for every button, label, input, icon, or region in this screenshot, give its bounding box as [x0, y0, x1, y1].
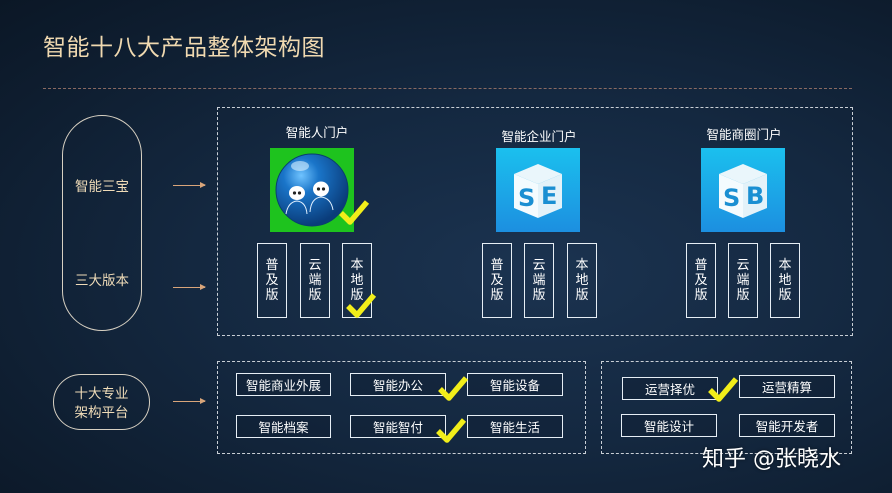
platform-design[interactable]: 智能设计 — [621, 414, 717, 437]
version-box-cloud[interactable]: 云端版 — [728, 243, 758, 318]
platform-devices[interactable]: 智能设备 — [467, 373, 563, 396]
platform-payment[interactable]: 智能智付 — [350, 415, 446, 438]
watermark: 知乎 @张晓水 — [702, 447, 841, 472]
pill-label-three-treasures: 智能三宝 — [75, 179, 129, 195]
platform-business-expo[interactable]: 智能商业外展 — [236, 373, 331, 396]
checkmark-icon — [339, 200, 370, 225]
people-globe-icon — [275, 153, 349, 227]
title-divider — [43, 88, 852, 89]
version-box-local[interactable]: 本地版 — [567, 243, 597, 318]
version-box-basic[interactable]: 普及版 — [686, 243, 716, 318]
platform-archives[interactable]: 智能档案 — [236, 415, 331, 438]
platform-operation-actuarial[interactable]: 运营精算 — [739, 375, 835, 398]
portal-title-enterprise: 智能企业门户 — [501, 129, 577, 144]
svg-text:B: B — [746, 182, 764, 210]
portal-title-person: 智能人门户 — [285, 125, 349, 140]
svg-text:S: S — [518, 184, 535, 212]
checkmark-icon — [708, 377, 739, 402]
version-box-basic[interactable]: 普及版 — [482, 243, 512, 318]
portal-logo-business-district[interactable]: S B — [701, 148, 785, 232]
platform-office[interactable]: 智能办公 — [350, 373, 446, 396]
platforms-group-2 — [601, 361, 852, 454]
arrow-right-icon — [173, 182, 206, 188]
page-title: 智能十八大产品整体架构图 — [43, 35, 325, 61]
portals-group — [217, 107, 853, 336]
platform-life[interactable]: 智能生活 — [467, 415, 563, 438]
se-cube-icon: S E — [514, 164, 562, 218]
version-box-basic[interactable]: 普及版 — [257, 243, 287, 318]
version-box-local[interactable]: 本地版 — [770, 243, 800, 318]
portal-logo-person[interactable] — [270, 148, 354, 232]
checkmark-icon — [346, 293, 377, 318]
platform-developer[interactable]: 智能开发者 — [739, 414, 835, 437]
arrow-right-icon — [173, 398, 206, 404]
sb-cube-icon: S B — [719, 164, 767, 218]
platforms-group-1 — [217, 361, 586, 454]
category-pill-products: 智能三宝 三大版本 — [62, 115, 142, 331]
version-box-cloud[interactable]: 云端版 — [524, 243, 554, 318]
checkmark-icon — [438, 376, 469, 401]
pill-label-three-versions: 三大版本 — [75, 273, 129, 289]
portal-title-business-district: 智能商圈门户 — [706, 127, 782, 142]
arrow-right-icon — [173, 284, 206, 290]
pill-label-architecture-platform: 架构平台 — [74, 405, 129, 421]
checkmark-icon — [436, 418, 467, 443]
portal-logo-enterprise[interactable]: S E — [496, 148, 580, 232]
svg-text:E: E — [541, 182, 557, 210]
category-pill-platforms: 十大专业 架构平台 — [53, 374, 150, 430]
version-box-cloud[interactable]: 云端版 — [300, 243, 330, 318]
svg-text:S: S — [723, 184, 740, 212]
platform-operation-selection[interactable]: 运营择优 — [622, 377, 718, 400]
pill-label-ten-professional: 十大专业 — [74, 386, 129, 402]
